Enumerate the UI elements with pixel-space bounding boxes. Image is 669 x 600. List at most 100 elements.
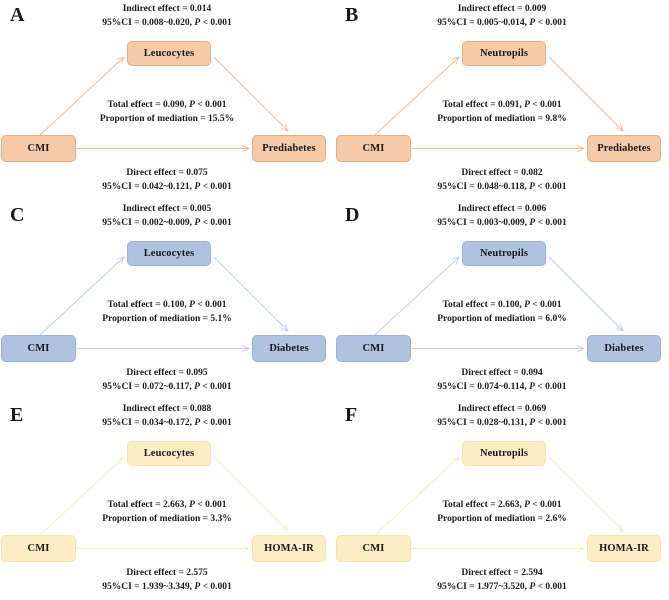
panel-letter: D (345, 204, 360, 226)
path-arrows-layer (374, 56, 624, 152)
direct-effect-text-line-1: Direct effect = 0.094 (461, 368, 543, 378)
total-effect-text-line-2: Proportion of mediation = 5.1% (102, 313, 232, 324)
path-b-line (213, 456, 289, 532)
path-b-arrowhead (616, 124, 624, 132)
path-a-arrowhead (451, 256, 460, 264)
total-effect-text-line-1: Total effect = 2.663, P < 0.001 (442, 500, 562, 510)
node-mediator-box: Leucocytes (127, 241, 211, 266)
indirect-effect-text: Indirect effect = 0.069 95%CI = 0.028~0.1… (382, 403, 622, 430)
direct-effect-text: Direct effect = 0.095 95%CI = 0.072~0.117… (47, 367, 287, 394)
indirect-effect-text-line-1: Indirect effect = 0.088 (122, 404, 212, 414)
indirect-effect-text-line-1: Indirect effect = 0.069 (457, 404, 547, 414)
indirect-effect-text-line-2: 95%CI = 0.005~0.014, P < 0.001 (437, 17, 567, 28)
node-outcome-box: HOMA-IR (587, 535, 661, 562)
total-effect-text-line-1: Total effect = 0.090, P < 0.001 (107, 100, 227, 110)
node-outcome-box: HOMA-IR (252, 535, 326, 562)
path-c-arrowhead (242, 345, 250, 352)
direct-effect-text-line-1: Direct effect = 0.075 (126, 168, 208, 178)
direct-effect-text: Direct effect = 2.575 95%CI = 1.939~3.349… (47, 567, 287, 594)
path-a-arrowhead (451, 56, 460, 64)
indirect-effect-text-line-2: 95%CI = 0.028~0.131, P < 0.001 (437, 417, 567, 428)
path-arrows-layer (39, 256, 289, 352)
path-b-arrowhead (281, 524, 289, 532)
path-b-line (213, 256, 289, 332)
direct-effect-text: Direct effect = 0.094 95%CI = 0.074~0.114… (382, 367, 622, 394)
direct-effect-text-line-2: 95%CI = 1.939~3.349, P < 0.001 (102, 581, 232, 592)
total-effect-text-line-1: Total effect = 0.100, P < 0.001 (107, 300, 227, 310)
node-exposure-box: CMI (336, 335, 411, 362)
path-a-arrowhead (116, 56, 125, 64)
direct-effect-text-line-1: Direct effect = 2.594 (461, 568, 543, 578)
path-a-arrowhead (116, 456, 125, 464)
direct-effect-text-line-1: Direct effect = 0.095 (126, 368, 208, 378)
path-c-arrowhead (577, 545, 585, 552)
path-c-arrowhead (242, 145, 250, 152)
path-arrows-layer (39, 456, 289, 552)
path-a-line (39, 56, 125, 136)
path-c-arrowhead (577, 345, 585, 352)
path-b-line (548, 56, 624, 132)
indirect-effect-text-line-2: 95%CI = 0.002~0.009, P < 0.001 (102, 217, 232, 228)
path-b-arrowhead (281, 124, 289, 132)
direct-effect-text-line-2: 95%CI = 0.074~0.114, P < 0.001 (437, 381, 567, 392)
node-exposure-box: CMI (336, 135, 411, 162)
path-a-line (374, 256, 460, 336)
path-b-arrowhead (616, 324, 624, 332)
path-a-line (374, 456, 460, 536)
direct-effect-text-line-1: Direct effect = 0.082 (461, 168, 543, 178)
node-outcome-box: Prediabetes (587, 135, 661, 162)
panel-letter: E (10, 404, 24, 426)
path-b-line (213, 56, 289, 132)
path-b-arrowhead (281, 324, 289, 332)
path-arrows-layer (374, 256, 624, 352)
total-effect-text-line-1: Total effect = 2.663, P < 0.001 (107, 500, 227, 510)
indirect-effect-text: Indirect effect = 0.088 95%CI = 0.034~0.1… (47, 403, 287, 430)
total-effect-text-line-2: Proportion of mediation = 15.5% (99, 113, 235, 124)
node-mediator-box: Neutropils (462, 241, 546, 266)
path-c-arrowhead (242, 545, 250, 552)
node-outcome-box: Diabetes (252, 335, 326, 362)
path-b-arrowhead (616, 524, 624, 532)
indirect-effect-text-line-1: Indirect effect = 0.014 (122, 4, 212, 14)
panel-letter: B (345, 4, 359, 26)
node-exposure-box: CMI (1, 535, 76, 562)
direct-effect-text: Direct effect = 0.082 95%CI = 0.048~0.118… (382, 167, 622, 194)
total-effect-text-line-2: Proportion of mediation = 2.6% (437, 513, 567, 524)
panel-letter: F (345, 404, 358, 426)
direct-effect-text-line-1: Direct effect = 2.575 (126, 568, 208, 578)
path-a-line (39, 256, 125, 336)
direct-effect-text-line-2: 95%CI = 1.977~3.520, P < 0.001 (437, 581, 567, 592)
indirect-effect-text-line-1: Indirect effect = 0.006 (457, 204, 547, 214)
node-exposure-box: CMI (336, 535, 411, 562)
path-a-arrowhead (116, 256, 125, 264)
indirect-effect-text-line-2: 95%CI = 0.034~0.172, P < 0.001 (102, 417, 232, 428)
node-mediator-box: Neutropils (462, 441, 546, 466)
path-b-line (548, 256, 624, 332)
direct-effect-text-line-2: 95%CI = 0.048~0.118, P < 0.001 (437, 181, 567, 192)
node-exposure-box: CMI (1, 135, 76, 162)
indirect-effect-text-line-1: Indirect effect = 0.005 (122, 204, 212, 214)
path-b-line (548, 456, 624, 532)
total-effect-text-line-2: Proportion of mediation = 3.3% (102, 513, 232, 524)
total-effect-text-line-2: Proportion of mediation = 9.8% (437, 113, 567, 124)
panel-letter: A (10, 4, 25, 26)
node-mediator-box: Neutropils (462, 41, 546, 66)
indirect-effect-text: Indirect effect = 0.005 95%CI = 0.002~0.0… (47, 203, 287, 230)
path-c-arrowhead (577, 145, 585, 152)
direct-effect-text-line-2: 95%CI = 0.072~0.117, P < 0.001 (102, 381, 232, 392)
indirect-effect-text-line-2: 95%CI = 0.003~0.009, P < 0.001 (437, 217, 567, 228)
node-outcome-box: Prediabetes (252, 135, 326, 162)
